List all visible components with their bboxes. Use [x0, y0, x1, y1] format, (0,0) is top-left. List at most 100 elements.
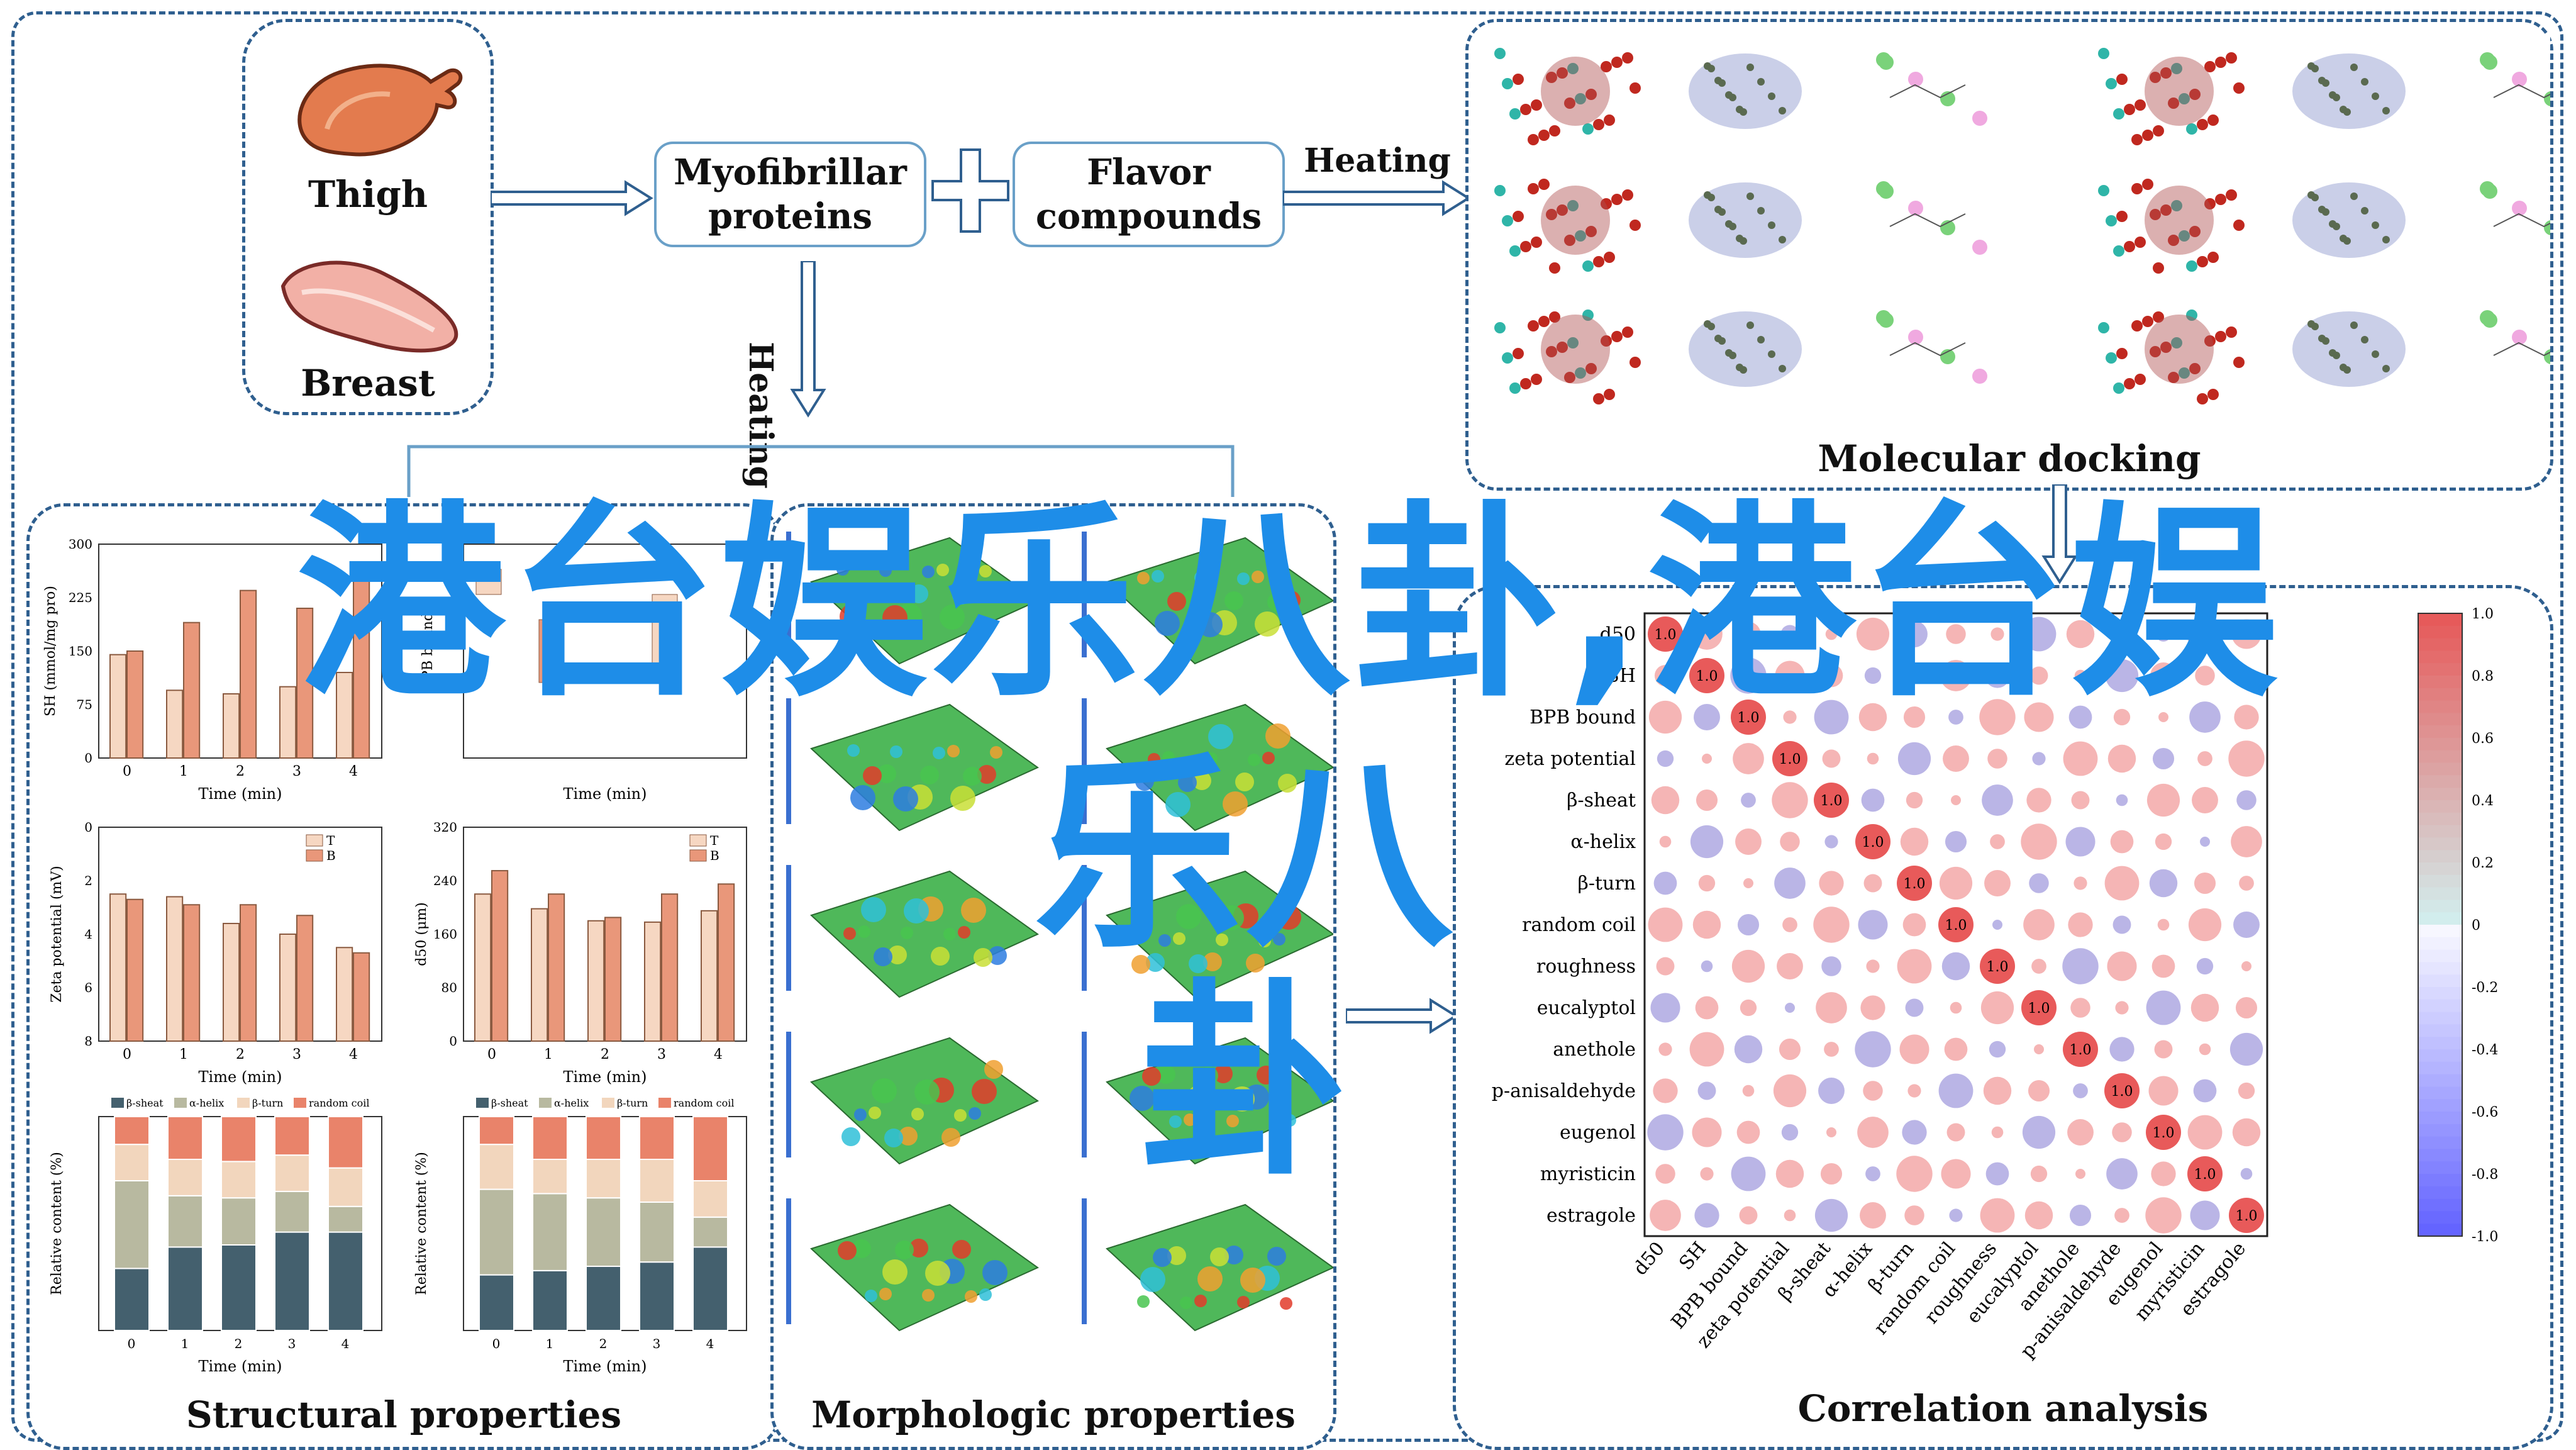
surface-peak	[869, 1107, 881, 1119]
ligand-atom	[2361, 336, 2368, 343]
y-tick: 0	[84, 750, 92, 766]
corr-marker	[2236, 790, 2257, 810]
protein-residue	[1557, 204, 1568, 216]
interaction-residue	[2482, 184, 2497, 199]
corr-marker	[1946, 624, 1966, 644]
protein-residue	[2153, 311, 2164, 323]
row-label: myristicin	[1540, 1163, 1636, 1185]
interaction-residue	[1908, 330, 1923, 345]
surface-peak	[1248, 754, 1260, 766]
surface-peak	[1194, 571, 1207, 584]
corr-marker	[2240, 669, 2253, 683]
bar-B-0	[126, 898, 144, 1042]
surface-peak	[933, 747, 945, 759]
stack-seg	[328, 1116, 364, 1169]
protein-residue	[2106, 215, 2117, 226]
protein-residue	[1622, 52, 1633, 64]
corr-marker	[2107, 744, 2136, 773]
ligand-atom	[1746, 192, 1754, 200]
colorbar-step	[2418, 937, 2462, 951]
protein-residue	[1585, 226, 1597, 237]
surface-peak	[977, 765, 996, 784]
matrix-frame	[1643, 612, 2268, 1237]
colorbar-step	[2418, 1061, 2462, 1075]
corr-marker	[1774, 867, 1806, 899]
rel1-xlabel: Time (min)	[199, 1358, 282, 1375]
surface-peak	[914, 1079, 940, 1105]
bar-T-0	[474, 893, 492, 1042]
corr-marker	[2145, 1197, 2182, 1234]
stack-seg	[639, 1116, 675, 1160]
docking-images	[1481, 35, 2576, 412]
stack-seg	[479, 1188, 514, 1276]
surface-peak	[1280, 1297, 1292, 1310]
interaction-residue	[1972, 240, 1987, 255]
corr-marker	[1939, 866, 1973, 900]
surface-peak	[879, 564, 892, 577]
corr-marker	[1857, 1117, 1889, 1148]
corr-diagonal	[2187, 1156, 2223, 1191]
surface-peak	[852, 585, 871, 604]
svg-text:random coil: random coil	[309, 1097, 369, 1109]
surface-peak	[1194, 1295, 1207, 1307]
interaction-residue	[1908, 72, 1923, 87]
protein-residue	[1582, 260, 1594, 272]
colorbar-step	[2418, 874, 2462, 888]
interaction-residue	[2512, 72, 2527, 87]
corr-marker	[2187, 1115, 2223, 1150]
row-label: estragole	[1546, 1205, 1636, 1227]
surface-peak	[909, 584, 928, 603]
protein-residue	[2197, 119, 2208, 130]
protein-residue	[2226, 189, 2237, 201]
ligand-atom	[1729, 223, 1736, 230]
bar-T-4	[701, 910, 718, 1042]
x-tick: 3	[292, 764, 301, 779]
surface-peak	[909, 1239, 928, 1258]
interaction-residue	[1972, 111, 1987, 126]
protein-residue	[2150, 72, 2161, 83]
corr-marker	[1990, 834, 2005, 849]
corr-marker	[1814, 700, 1849, 735]
corr-marker	[1735, 828, 1762, 855]
surface-peak	[1230, 1086, 1255, 1112]
ligand-surface	[2292, 182, 2406, 258]
ligand-surface	[1689, 311, 1802, 387]
ligand-atom	[1718, 79, 1726, 87]
surface-peak	[1157, 1065, 1175, 1084]
corr-diagonal	[1897, 866, 1932, 901]
bar-B-2	[240, 589, 257, 759]
corr-marker	[1648, 907, 1683, 942]
surface-peak	[1214, 1064, 1233, 1083]
protein-residue	[1593, 119, 1604, 130]
corr-value: 1.0	[1696, 669, 1718, 684]
x-tick: 2	[235, 1336, 243, 1351]
corr-marker	[2066, 620, 2095, 649]
corr-marker	[2189, 701, 2221, 733]
corr-diagonal	[1772, 741, 1807, 776]
surface-peak	[1140, 1267, 1165, 1292]
stack-seg	[114, 1268, 150, 1331]
y-tick: 80	[441, 980, 457, 995]
x-tick: 4	[714, 1047, 723, 1062]
corr-marker	[2022, 1115, 2056, 1149]
ligand-atom	[1746, 64, 1754, 71]
surface-peak	[1269, 1116, 1282, 1129]
colorbar-step	[2418, 713, 2462, 727]
molecular-docking-panel: Molecular docking	[1465, 19, 2576, 491]
thigh-icon	[297, 64, 463, 157]
protein-residue	[1513, 211, 1524, 222]
surface-peak	[841, 1127, 860, 1146]
corr-marker	[2104, 866, 2140, 901]
corr-marker	[2068, 912, 2093, 937]
corr-marker	[2109, 1037, 2135, 1062]
interaction-residue	[2512, 201, 2527, 216]
colorbar-step	[2418, 650, 2462, 664]
corr-marker	[2232, 1118, 2261, 1147]
corr-marker	[2195, 666, 2215, 686]
corr-marker	[2023, 909, 2055, 940]
corr-marker	[1944, 1037, 1968, 1061]
surface-peak	[1282, 591, 1301, 610]
rel2-xlabel: Time (min)	[564, 1358, 647, 1375]
protein-residue	[1538, 130, 1550, 141]
protein-residue	[2179, 93, 2190, 104]
